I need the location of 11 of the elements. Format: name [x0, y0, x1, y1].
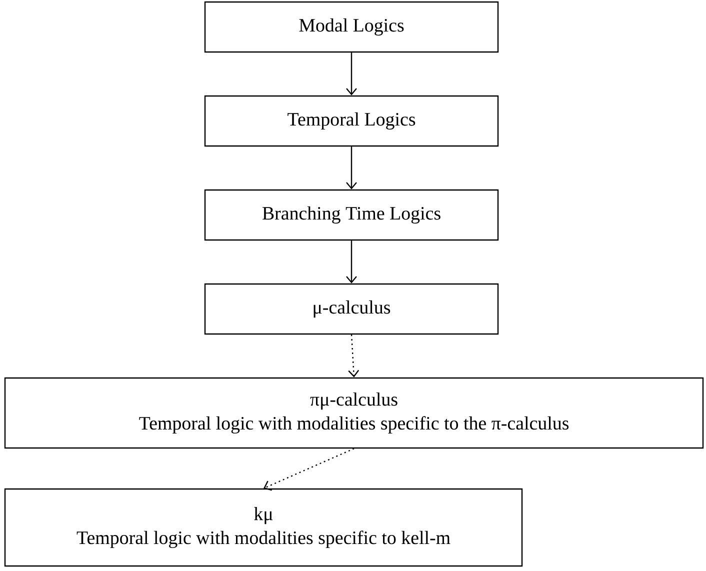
process-box: μ-calculus: [204, 283, 499, 335]
arrow: [346, 146, 357, 190]
process-box: Branching Time Logics: [204, 189, 499, 241]
process-box: Temporal Logics: [204, 95, 499, 147]
process-box: kμ Temporal logic with modalities specific to kell-m: [4, 488, 523, 567]
process-box: Modal Logics: [204, 1, 499, 53]
arrow: [348, 334, 360, 378]
arrow: [346, 240, 357, 284]
process-box: πμ-calculus Temporal logic with modalities specific to the π-calculus: [4, 377, 704, 449]
arrow: [264, 448, 354, 491]
arrow: [346, 52, 357, 96]
